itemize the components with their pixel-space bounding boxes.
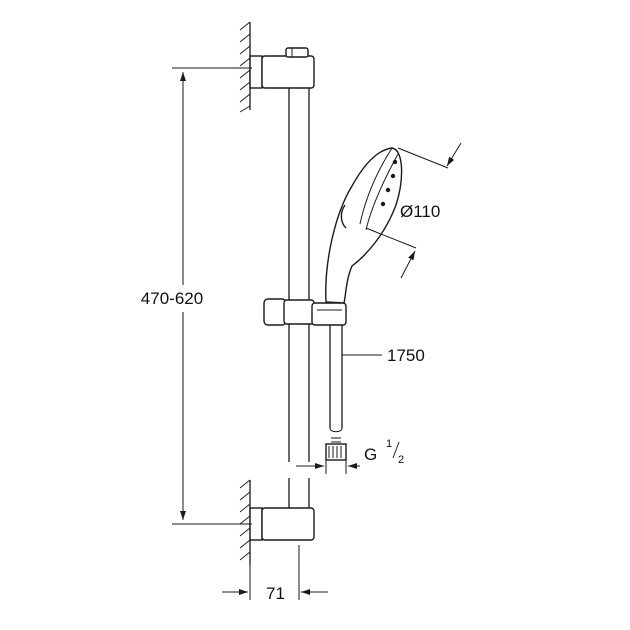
thread-denominator: 2 (398, 454, 404, 466)
bottom-bracket (249, 478, 315, 541)
dimension-hose-length: 1750 (342, 346, 425, 365)
wall-top (239, 21, 251, 113)
dimension-thread: G 1 2 (296, 438, 404, 474)
spray-nozzles-icon (380, 159, 398, 207)
wall-offset-label: 71 (266, 584, 285, 603)
dimension-wall-offset: 71 (222, 545, 328, 603)
thread-numerator: 1 (386, 438, 392, 450)
hose-length-label: 1750 (387, 346, 425, 365)
wall-bottom (239, 479, 251, 565)
shower-hose (329, 325, 343, 443)
hose-nut (325, 443, 347, 461)
dimension-head-diameter: Ø110 (365, 142, 462, 279)
head-diameter-label: Ø110 (400, 202, 440, 221)
shower-rail (288, 88, 310, 462)
top-bracket (249, 47, 315, 89)
dimension-rail-length: 470-620 (141, 67, 252, 525)
thread-letter: G (364, 445, 377, 464)
slider-holder (263, 298, 347, 326)
hand-shower (325, 147, 403, 304)
rail-length-label: 470-620 (141, 289, 203, 308)
